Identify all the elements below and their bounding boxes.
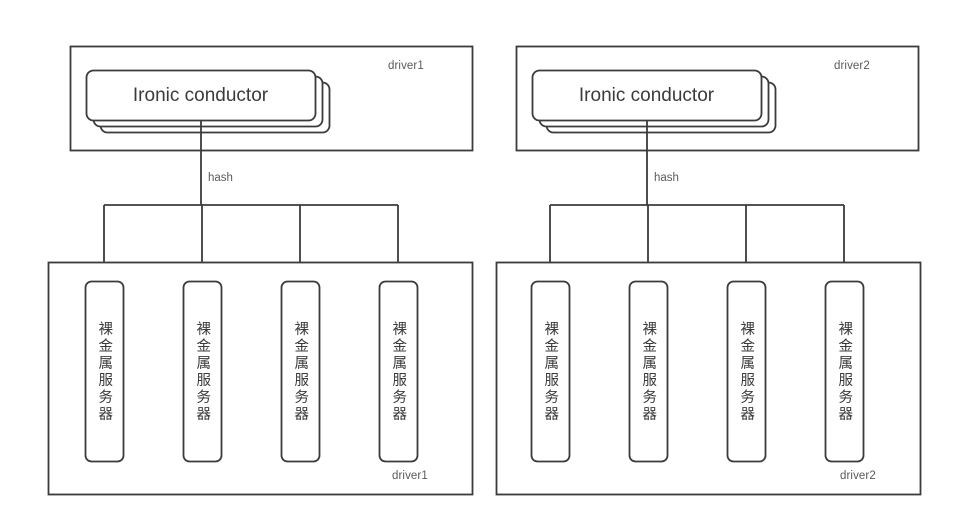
driver2-top-label: driver2 <box>834 60 870 72</box>
driver2-server-box-0 <box>530 280 571 463</box>
driver2-server-box-1 <box>628 280 669 463</box>
driver2-conductor-label: Ironic conductor <box>578 85 715 106</box>
driver1-bottom-label: driver1 <box>392 470 428 482</box>
driver1-server-box-1 <box>182 280 223 463</box>
driver2-server-label-2: 裸金属服务器 <box>738 321 755 423</box>
driver2-server-label-3: 裸金属服务器 <box>836 321 853 423</box>
driver1-server-box-3 <box>378 280 419 463</box>
driver1-server-label-2: 裸金属服务器 <box>292 321 309 423</box>
driver1-server-box-2 <box>280 280 321 463</box>
driver2-server-box-3 <box>824 280 865 463</box>
driver1-server-label-1: 裸金属服务器 <box>194 321 211 423</box>
driver1-conductor-label: Ironic conductor <box>132 85 269 106</box>
driver1-server-box-0 <box>84 280 125 463</box>
driver2-bottom-label: driver2 <box>840 470 876 482</box>
driver2-hash-label: hash <box>654 172 679 184</box>
driver1-top-label: driver1 <box>388 60 424 72</box>
driver2-server-label-0: 裸金属服务器 <box>542 321 559 423</box>
driver1-hash-label: hash <box>208 172 233 184</box>
driver2-server-box-2 <box>726 280 767 463</box>
driver2-server-label-1: 裸金属服务器 <box>640 321 657 423</box>
driver1-server-label-3: 裸金属服务器 <box>390 321 407 423</box>
driver1-server-label-0: 裸金属服务器 <box>96 321 113 423</box>
